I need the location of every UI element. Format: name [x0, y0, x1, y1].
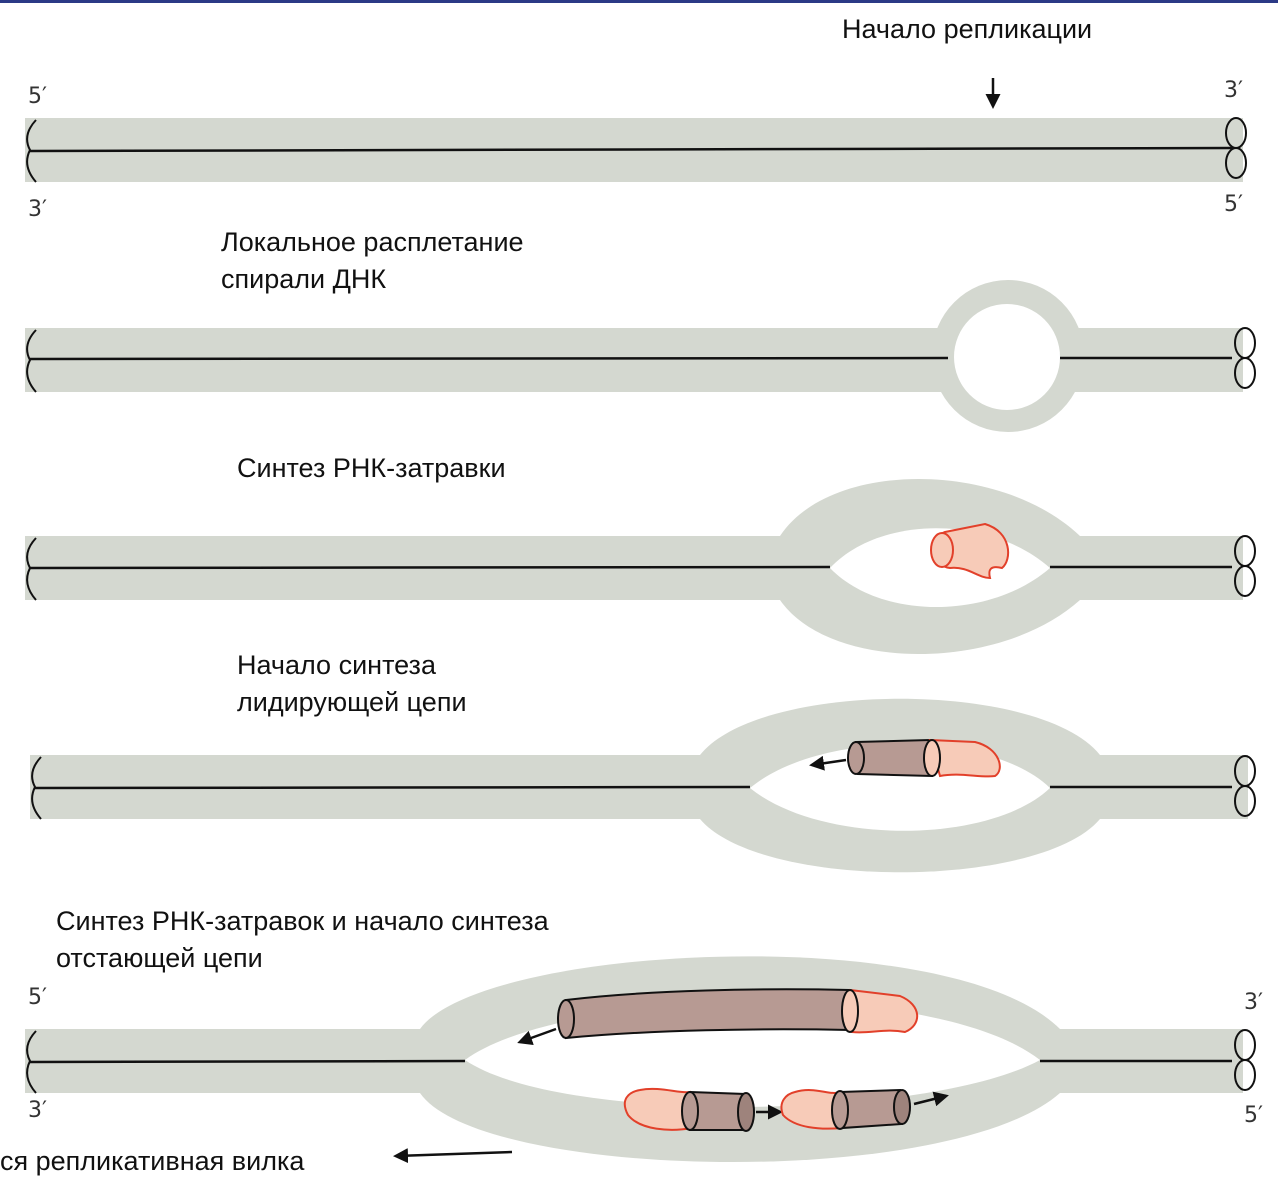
backbone: [30, 567, 830, 568]
stage-1-intact-dna: [25, 78, 1246, 182]
label-unwinding-line1: Локальное расплетание: [221, 225, 524, 259]
bubble-interior: [954, 304, 1060, 410]
okazaki-end: [832, 1091, 848, 1129]
new-dna-end: [558, 1000, 574, 1038]
end-label-5prime: 5′: [28, 985, 47, 1010]
primer-end: [842, 990, 858, 1032]
new-dna-end: [848, 742, 864, 774]
backbone: [30, 358, 948, 359]
end-label-5prime: 5′: [1244, 1103, 1263, 1128]
backbone: [35, 787, 750, 788]
label-fork: ся репликативная вилка: [0, 1144, 304, 1178]
new-leading-dna: [856, 740, 932, 776]
stage-5-lagging-strand: [25, 956, 1255, 1162]
label-unwinding-line2: спирали ДНК: [221, 262, 386, 296]
okazaki-fragment: [840, 1090, 902, 1128]
label-lagging-line1: Синтез РНК-затравок и начало синтеза: [56, 904, 549, 938]
label-primer-synthesis: Синтез РНК-затравки: [237, 451, 506, 485]
end-label-5prime: 5′: [28, 84, 47, 109]
stage-2-unwinding: [25, 280, 1255, 432]
end-label-3prime: 3′: [1224, 78, 1243, 103]
label-lagging-line2: отстающей цепи: [56, 941, 263, 975]
primer-end: [931, 533, 953, 567]
label-origin: Начало репликации: [842, 12, 1092, 46]
label-leading-line1: Начало синтеза: [237, 648, 436, 682]
stage-3-primer: [25, 479, 1255, 654]
end-label-5prime: 5′: [1224, 192, 1243, 217]
okazaki-end: [682, 1092, 698, 1130]
end-label-3prime: 3′: [1244, 990, 1263, 1015]
okazaki-end: [894, 1090, 910, 1124]
label-leading-line2: лидирующей цепи: [237, 685, 467, 719]
primer-end: [924, 740, 940, 776]
backbone: [30, 1061, 465, 1062]
end-label-3prime: 3′: [28, 197, 47, 222]
end-label-3prime: 3′: [28, 1098, 47, 1123]
okazaki-end: [738, 1093, 754, 1131]
stage-4-leading-strand: [30, 699, 1255, 873]
fork-direction-arrow: [396, 1152, 512, 1156]
